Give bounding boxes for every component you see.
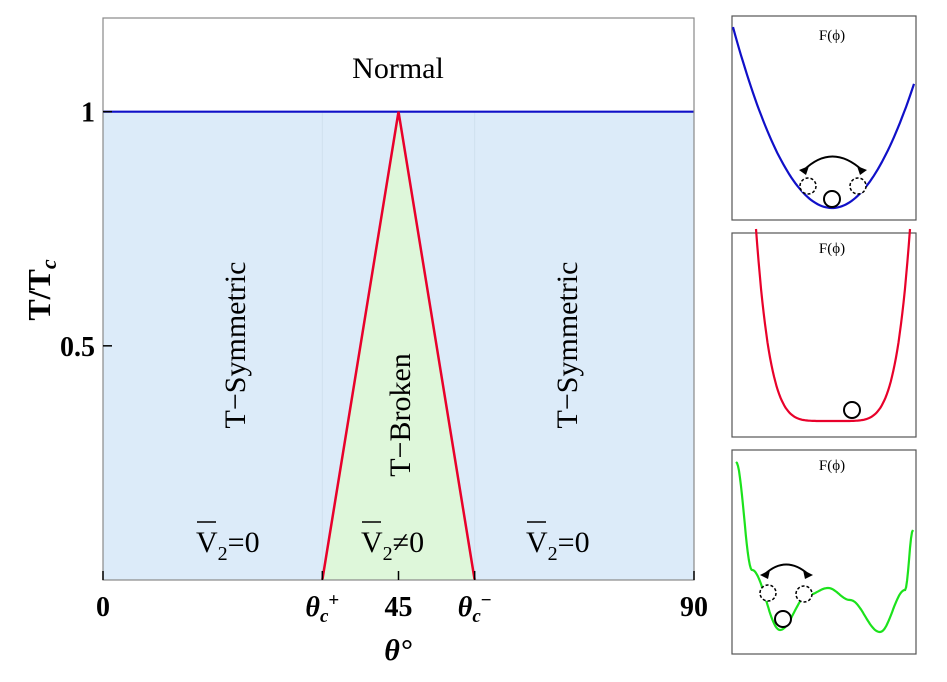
inset-single-well: F(ϕ) [731, 15, 917, 221]
free-energy-curve [754, 228, 912, 423]
order-value: ≠0 [393, 526, 424, 559]
inset-frame [731, 449, 917, 655]
x-tick-label: 45 [385, 592, 413, 623]
order-symbol: V [196, 526, 218, 559]
order-symbol: V [526, 526, 548, 559]
y-tick-label: 0.5 [60, 332, 95, 363]
svg-text:V2=0: V2=0 [526, 526, 590, 565]
y-axis-ticks: 0.51 [60, 98, 112, 363]
normal-label: Normal [352, 52, 444, 85]
svg-text:V2≠0: V2≠0 [361, 526, 424, 565]
dashed-ball-icon [759, 584, 777, 602]
y-axis-title: T/Tc [21, 259, 61, 321]
right-phase-label: T−Symmetric [551, 262, 584, 429]
svg-text:V2=0: V2=0 [196, 526, 260, 565]
arrow-head-right-icon [803, 570, 813, 579]
x-axis-title: θ° [384, 634, 412, 667]
normal-region [103, 18, 694, 112]
inset-title: F(ϕ) [819, 458, 845, 474]
inset-frame [731, 15, 917, 221]
center-order-label: V2≠0 [361, 521, 424, 565]
x-tick-label: 0 [96, 592, 110, 623]
x-tick-label: 90 [680, 592, 708, 623]
ball-icon [774, 610, 792, 628]
x-tick-label: θc− [458, 590, 492, 627]
x-axis-ticks: 0 θc+ 45 θc− 90 [96, 571, 708, 627]
broken-boundary [321, 111, 476, 581]
left-order-label: V2=0 [196, 521, 260, 565]
ball-icon [823, 190, 841, 208]
free-energy-curve [731, 26, 916, 210]
arrow-head-right-icon [857, 166, 867, 175]
inset-title: F(ϕ) [819, 241, 845, 257]
order-subscript: 2 [383, 543, 393, 565]
double-arrow-icon [803, 155, 863, 171]
order-subscript: 2 [548, 543, 558, 565]
order-value: =0 [228, 526, 260, 559]
inset-frame [731, 232, 917, 438]
inset-title: F(ϕ) [819, 28, 845, 44]
arrow-head-left-icon [799, 166, 809, 175]
broken-region [322, 111, 475, 581]
inset-flat-bottom: F(ϕ) [731, 228, 917, 438]
y-tick-label: 1 [81, 98, 95, 129]
x-tick-label: θc+ [305, 590, 339, 627]
left-phase-label: T−Symmetric [219, 262, 252, 429]
right-order-label: V2=0 [526, 521, 590, 565]
inset-double-well: F(ϕ) [731, 449, 917, 655]
dashed-ball-icon [795, 585, 813, 603]
dashed-ball-icon [849, 177, 867, 195]
dashed-ball-icon [799, 177, 817, 195]
order-symbol: V [361, 526, 383, 559]
ball-icon [843, 401, 861, 419]
order-subscript: 2 [218, 543, 228, 565]
order-value: =0 [558, 526, 590, 559]
center-phase-label: T−Broken [384, 353, 417, 477]
arrow-head-left-icon [760, 570, 770, 579]
